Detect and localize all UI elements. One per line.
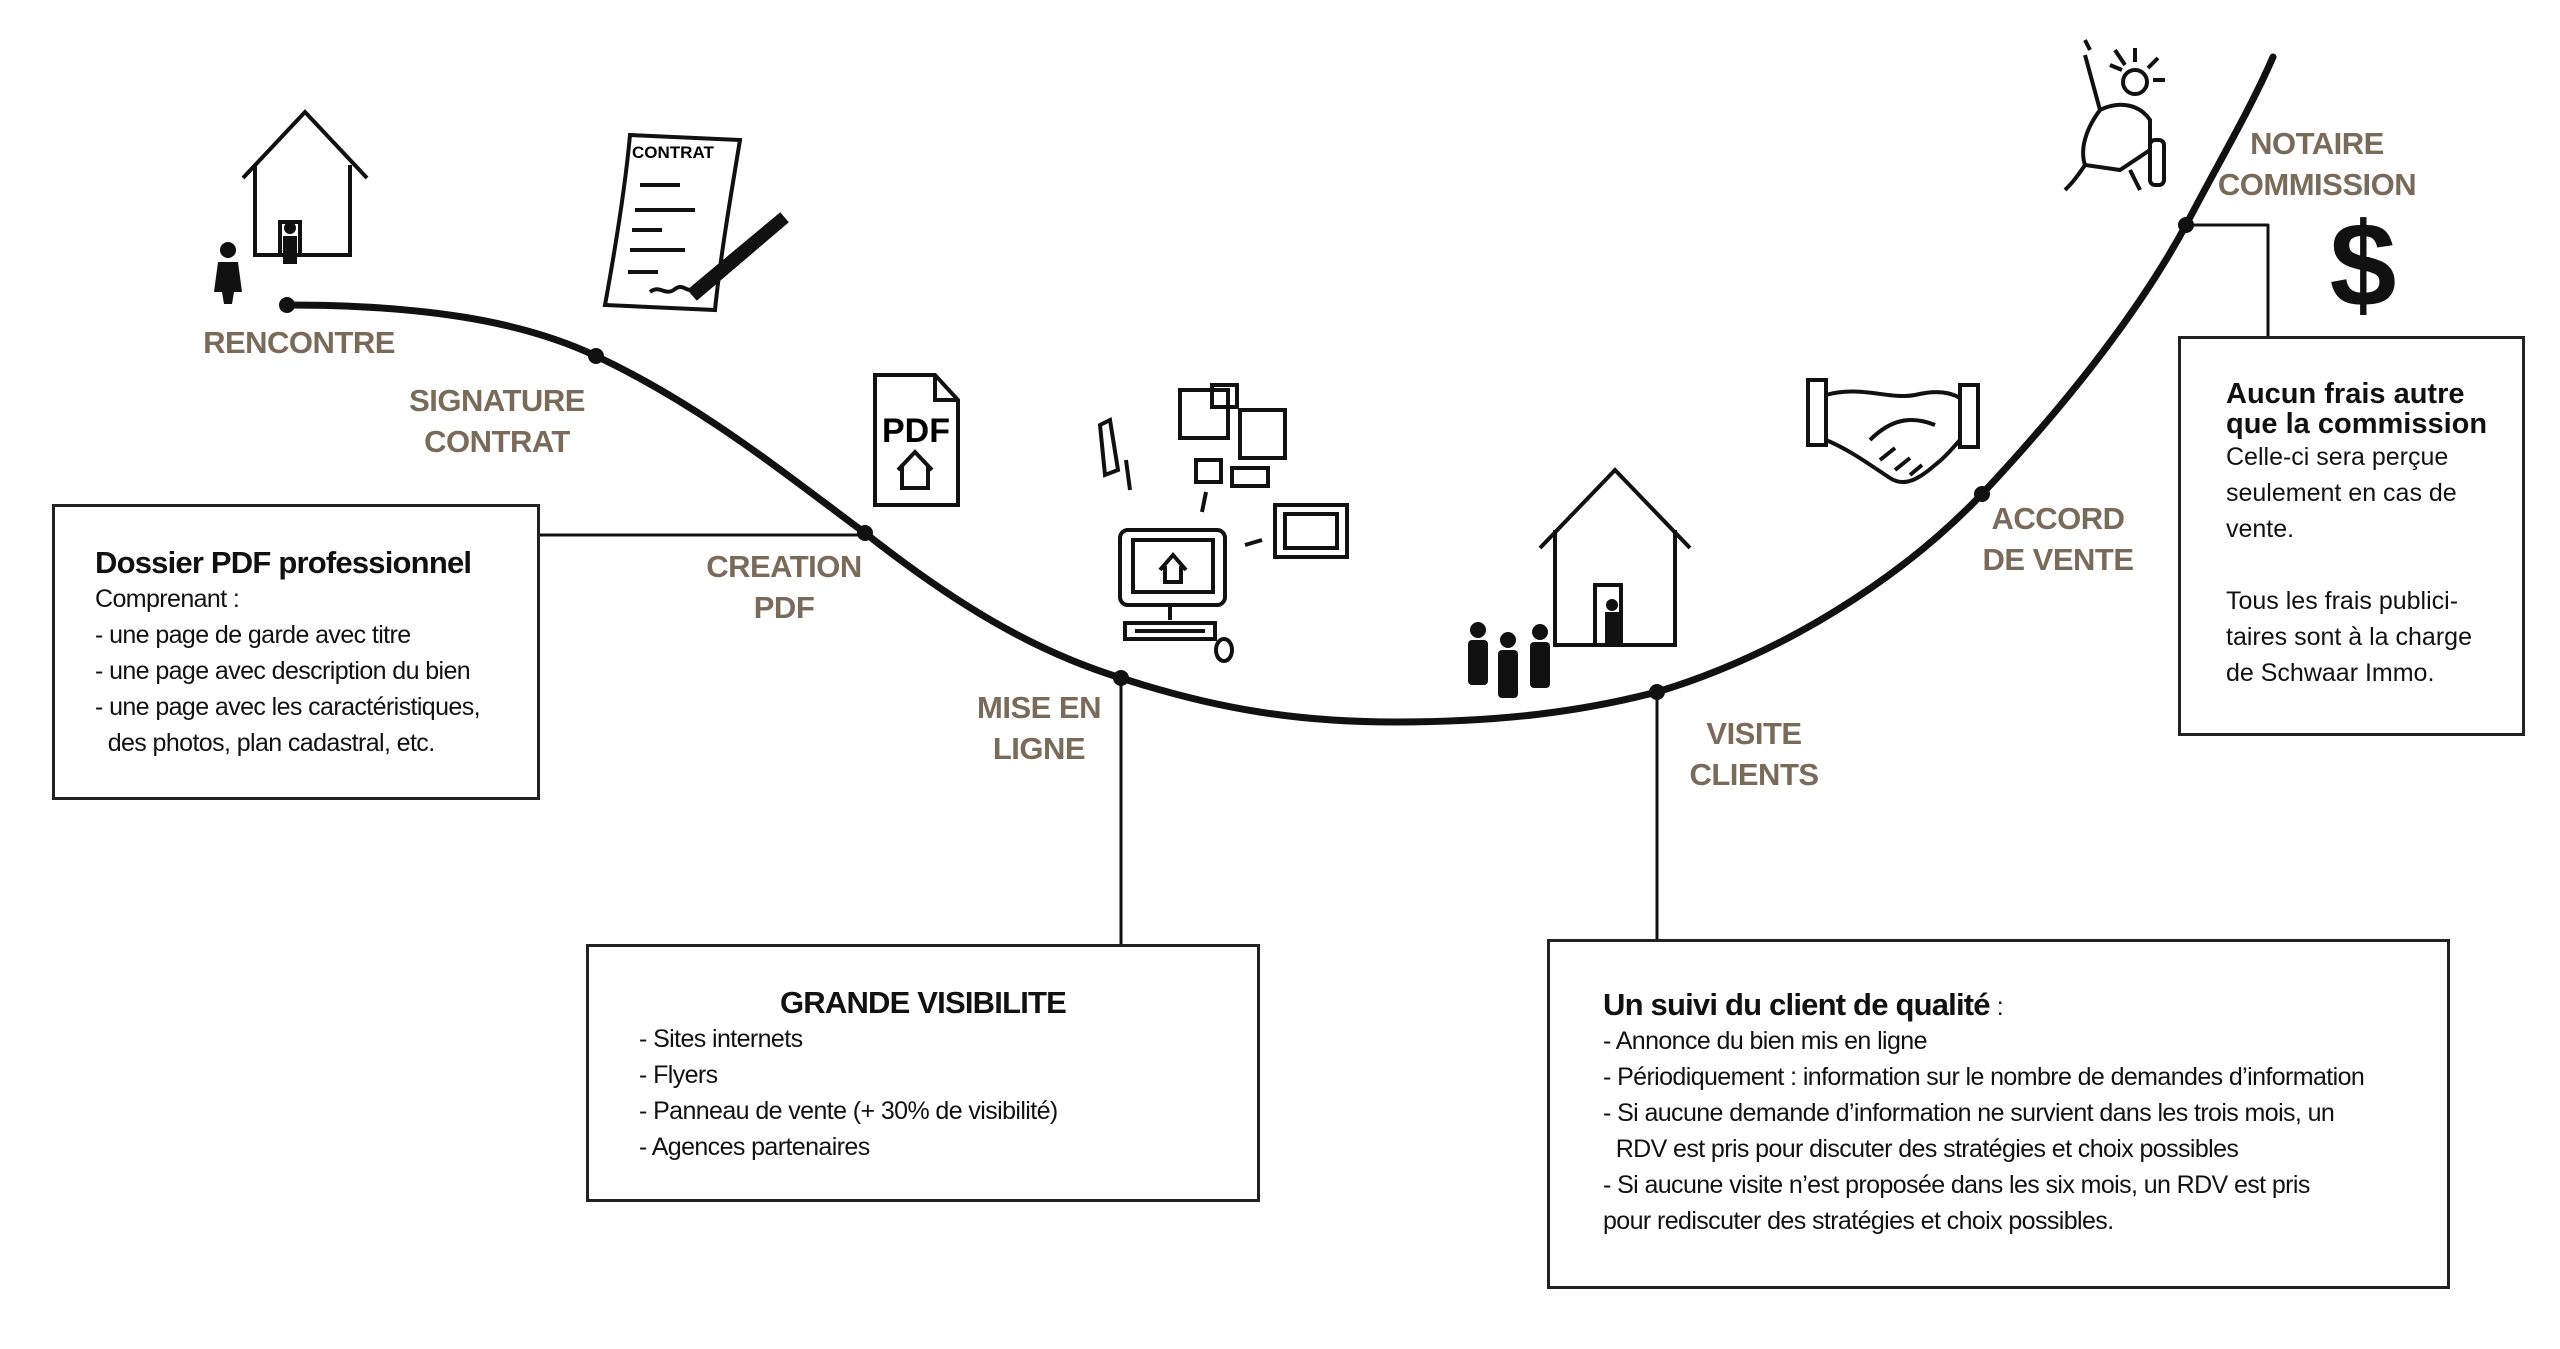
contract-icon <box>602 132 789 313</box>
info-box-visibilite: GRANDE VISIBILITE - Sites internets - Fl… <box>586 944 1260 1202</box>
pdf-label: PDF <box>882 412 950 450</box>
step-dots <box>279 217 2194 700</box>
computer-icon <box>1097 383 1349 663</box>
box-title: Dossier PDF professionnel <box>95 545 472 580</box>
connectors <box>538 223 2270 946</box>
info-box-suivi-client: Un suivi du client de qualité : - Annonc… <box>1547 939 2450 1289</box>
pdf-file-icon <box>873 373 960 507</box>
box-title: GRANDE VISIBILITE <box>779 985 1067 1020</box>
info-box-commission: Aucun frais autre que la commission Cell… <box>2178 336 2525 736</box>
dollar-icon: $ <box>2329 198 2397 332</box>
celebrating-person-icon <box>2063 39 2166 192</box>
box-title: Un suivi du client de qualité : <box>1603 987 2004 1022</box>
contract-label: CONTRAT <box>632 143 714 162</box>
box-title: Aucun frais autre <box>2226 378 2465 410</box>
handshake-icon <box>1806 378 1980 485</box>
people-icon <box>214 222 297 304</box>
house-icon <box>241 109 369 257</box>
info-box-pdf: Dossier PDF professionnel Comprenant : -… <box>52 504 540 800</box>
process-curve <box>283 53 2277 726</box>
step-label-rencontre: RENCONTRE <box>203 325 395 360</box>
visitors-icon <box>1468 599 1619 698</box>
